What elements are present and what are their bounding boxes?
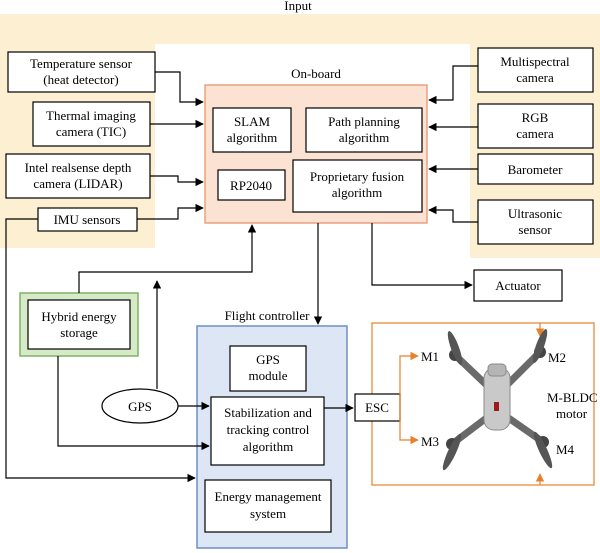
storage-line1: Hybrid energy <box>41 309 117 324</box>
gps-module-line2: module <box>249 368 288 383</box>
energy-mgmt-line1: Energy management <box>215 489 322 504</box>
onboard-title: On-board <box>291 66 341 81</box>
slam-line2: algorithm <box>227 130 278 145</box>
thermal-line1: Thermal imaging <box>46 108 136 123</box>
gps-module-box: GPS module <box>229 345 307 392</box>
path-line1: Path planning <box>328 114 400 129</box>
motor-m2-label: M2 <box>548 350 566 365</box>
thermal-line2: camera (TIC) <box>56 124 126 139</box>
intel-line2: camera (LIDAR) <box>33 176 122 191</box>
fusion-line1: Proprietary fusion <box>310 169 405 184</box>
slam-algorithm-box: SLAM algorithm <box>212 107 292 153</box>
ultrasonic-sensor-box: Ultrasonic sensor <box>477 199 594 245</box>
gps-node: GPS <box>101 388 179 424</box>
stabilization-box: Stabilization and tracking control algor… <box>210 396 325 466</box>
stabilization-line2: tracking control <box>227 422 310 437</box>
gps-module-line1: GPS <box>256 352 280 367</box>
slam-line1: SLAM <box>234 114 271 129</box>
intel-line1: Intel realsense depth <box>25 160 132 175</box>
fusion-line2: algorithm <box>332 185 383 200</box>
connectors <box>5 65 545 485</box>
flight-controller-title: Flight controller <box>225 308 311 323</box>
gps-label: GPS <box>128 399 152 414</box>
hybrid-energy-storage-box: Hybrid energy storage <box>19 292 139 357</box>
rgb-camera-box: RGB camera <box>477 103 594 149</box>
rgb-line2: camera <box>516 126 554 141</box>
path-line2: algorithm <box>339 130 390 145</box>
multispectral-line2: camera <box>516 70 554 85</box>
actuator-box: Actuator <box>473 269 563 302</box>
stabilization-line3: algorithm <box>243 439 294 454</box>
rgb-line1: RGB <box>522 110 549 125</box>
multispectral-camera-box: Multispectral camera <box>477 47 594 93</box>
actuator-label: Actuator <box>495 278 541 293</box>
rp2040-label: RP2040 <box>230 178 272 193</box>
fusion-algorithm-box: Proprietary fusion algorithm <box>292 159 423 213</box>
storage-line2: storage <box>60 325 98 340</box>
stabilization-line1: Stabilization and <box>224 405 312 420</box>
ultrasonic-line1: Ultrasonic <box>508 206 562 221</box>
temperature-line1: Temperature sensor <box>30 56 133 71</box>
barometer-box: Barometer <box>477 153 594 185</box>
energy-management-box: Energy management system <box>204 479 332 533</box>
temperature-line2: (heat detector) <box>43 72 118 87</box>
path-planning-box: Path planning algorithm <box>305 107 423 153</box>
barometer-label: Barometer <box>508 162 564 177</box>
motor-type-line1: M-BLDC <box>547 390 598 405</box>
temperature-sensor-box: Temperature sensor (heat detector) <box>7 51 156 93</box>
motor-m4-label: M4 <box>556 442 575 457</box>
multispectral-line1: Multispectral <box>500 54 570 69</box>
input-title: Input <box>284 0 312 13</box>
intel-depth-camera-box: Intel realsense depth camera (LIDAR) <box>5 153 151 199</box>
drone-illustration <box>442 329 553 471</box>
motor-m3-label: M3 <box>421 434 439 449</box>
ultrasonic-line2: sensor <box>518 222 552 237</box>
motor-m1-label: M1 <box>421 349 439 364</box>
esc-box: ESC <box>354 393 401 422</box>
energy-mgmt-line2: system <box>250 506 286 521</box>
rp2040-box: RP2040 <box>217 169 286 201</box>
imu-label: IMU sensors <box>54 212 121 227</box>
thermal-camera-box: Thermal imaging camera (TIC) <box>32 101 151 147</box>
imu-sensors-box: IMU sensors <box>37 207 138 232</box>
motor-type-line2: motor <box>556 406 588 421</box>
esc-label: ESC <box>365 400 389 415</box>
